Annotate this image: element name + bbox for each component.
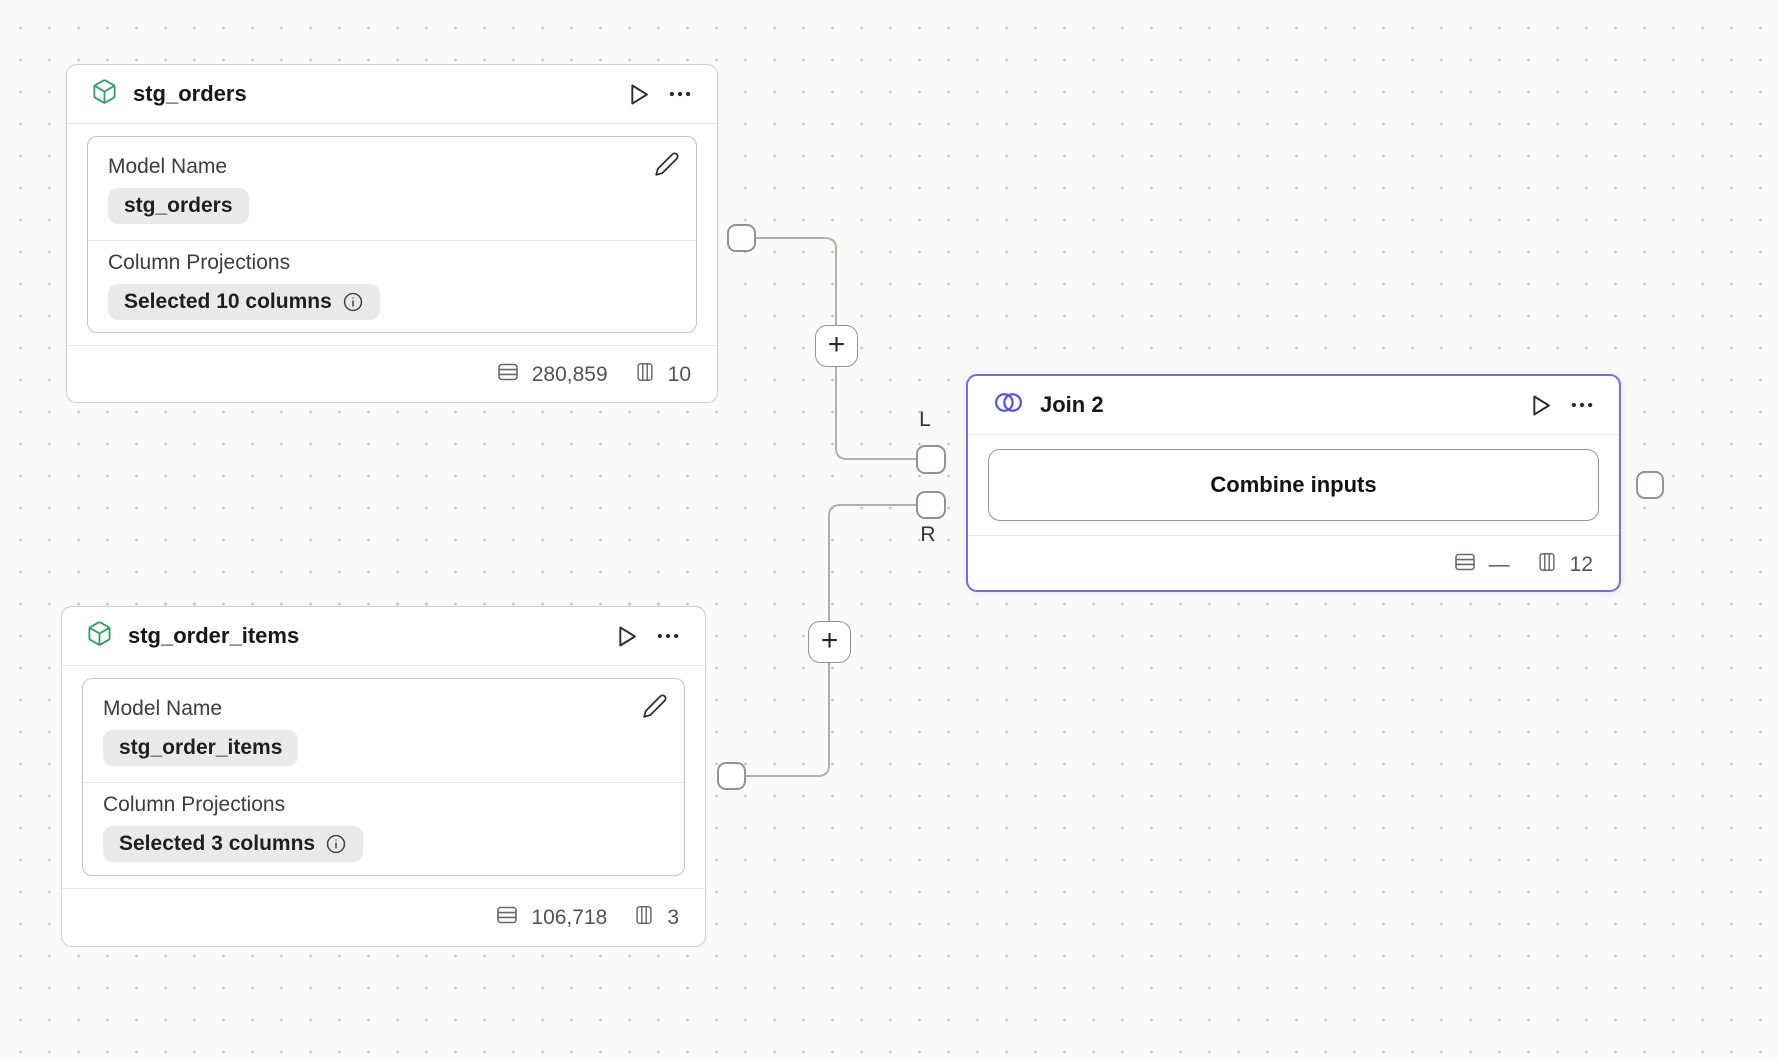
run-button[interactable] bbox=[1527, 392, 1554, 419]
node-stg-orders[interactable]: stg_orders Model Name s bbox=[66, 64, 718, 403]
divider bbox=[968, 535, 1619, 536]
row-count-stat: 280,859 bbox=[496, 360, 608, 390]
model-config-card: Model Name stg_orders Column Projections… bbox=[87, 136, 697, 333]
edge-plus-to-left-port[interactable] bbox=[835, 367, 916, 460]
node-join-2-header: Join 2 bbox=[968, 376, 1619, 434]
run-button[interactable] bbox=[625, 81, 652, 108]
divider bbox=[88, 240, 696, 241]
column-projections-label: Column Projections bbox=[103, 793, 286, 816]
right-port-label: R bbox=[920, 523, 936, 546]
rows-icon bbox=[495, 903, 519, 933]
model-name-badge: stg_order_items bbox=[103, 730, 299, 766]
divider bbox=[67, 345, 717, 346]
cube-icon bbox=[86, 620, 113, 652]
columns-icon bbox=[634, 361, 656, 389]
row-count-value: 106,718 bbox=[531, 905, 608, 929]
model-config-card: Model Name stg_order_items Column Projec… bbox=[82, 678, 685, 876]
node-title: Join 2 bbox=[1040, 392, 1104, 417]
node-stg-order-items[interactable]: stg_order_items Model Name bbox=[61, 606, 706, 947]
join-venn-icon bbox=[992, 390, 1025, 420]
info-icon[interactable] bbox=[325, 833, 347, 855]
node-stg-orders-footer: 280,859 10 bbox=[67, 346, 717, 403]
node-stg-orders-header: stg_orders bbox=[67, 65, 717, 123]
combine-inputs-button[interactable]: Combine inputs bbox=[988, 449, 1599, 521]
run-button[interactable] bbox=[613, 623, 640, 650]
column-count-value: 12 bbox=[1569, 552, 1593, 576]
more-menu-button[interactable] bbox=[1569, 392, 1595, 418]
rows-icon bbox=[1453, 550, 1477, 580]
node-title: stg_orders bbox=[133, 81, 247, 106]
node-stg-order-items-body: Model Name stg_order_items Column Projec… bbox=[62, 666, 705, 888]
column-projections-label: Column Projections bbox=[108, 251, 291, 274]
node-stg-order-items-header: stg_order_items bbox=[62, 607, 705, 665]
add-node-on-edge-button[interactable]: + bbox=[815, 325, 858, 367]
edit-pencil-icon[interactable] bbox=[642, 693, 668, 719]
row-count-stat: 106,718 bbox=[495, 903, 607, 933]
output-port-stg-orders[interactable] bbox=[727, 224, 756, 252]
divider bbox=[67, 123, 717, 124]
model-name-label: Model Name bbox=[108, 155, 228, 178]
column-projections-badge: Selected 10 columns bbox=[108, 284, 380, 320]
left-port-label: L bbox=[919, 408, 931, 431]
columns-icon bbox=[1536, 551, 1558, 579]
edge-plus-to-right-port[interactable] bbox=[828, 504, 916, 621]
divider bbox=[62, 665, 705, 666]
column-count-stat: 3 bbox=[633, 904, 679, 932]
columns-icon bbox=[633, 904, 655, 932]
node-title: stg_order_items bbox=[128, 623, 300, 648]
plus-icon: + bbox=[827, 327, 846, 361]
add-node-on-edge-button[interactable]: + bbox=[808, 621, 851, 663]
row-count-value: — bbox=[1488, 552, 1510, 576]
column-projections-badge: Selected 3 columns bbox=[103, 826, 364, 862]
node-join-2-footer: — 12 bbox=[968, 536, 1619, 593]
column-count-stat: 12 bbox=[1536, 551, 1593, 579]
join-right-input-port[interactable] bbox=[916, 491, 946, 519]
info-icon[interactable] bbox=[342, 291, 364, 313]
plus-icon: + bbox=[820, 623, 839, 657]
cube-icon bbox=[91, 78, 118, 110]
join-left-input-port[interactable] bbox=[916, 445, 946, 474]
more-menu-button[interactable] bbox=[655, 623, 681, 649]
edge-stg-order-items-to-plus[interactable] bbox=[746, 663, 830, 777]
output-port-join[interactable] bbox=[1636, 471, 1664, 499]
divider bbox=[62, 888, 705, 889]
column-count-stat: 10 bbox=[634, 361, 691, 389]
node-stg-order-items-footer: 106,718 3 bbox=[62, 889, 705, 946]
edit-pencil-icon[interactable] bbox=[654, 151, 680, 177]
row-count-value: 280,859 bbox=[531, 362, 608, 386]
column-count-value: 10 bbox=[667, 362, 691, 386]
divider bbox=[968, 434, 1619, 435]
model-name-badge: stg_orders bbox=[108, 188, 249, 224]
node-join-2-body: Combine inputs bbox=[968, 435, 1619, 535]
output-port-stg-order-items[interactable] bbox=[717, 762, 746, 790]
node-stg-orders-body: Model Name stg_orders Column Projections… bbox=[67, 124, 717, 345]
more-menu-button[interactable] bbox=[667, 81, 693, 107]
model-name-label: Model Name bbox=[103, 697, 223, 720]
edge-stg-orders-to-plus[interactable] bbox=[756, 237, 837, 325]
divider bbox=[83, 782, 684, 783]
row-count-stat: — bbox=[1453, 550, 1510, 580]
column-count-value: 3 bbox=[667, 905, 679, 929]
rows-icon bbox=[496, 360, 520, 390]
node-join-2[interactable]: Join 2 Combine inputs bbox=[966, 374, 1621, 592]
